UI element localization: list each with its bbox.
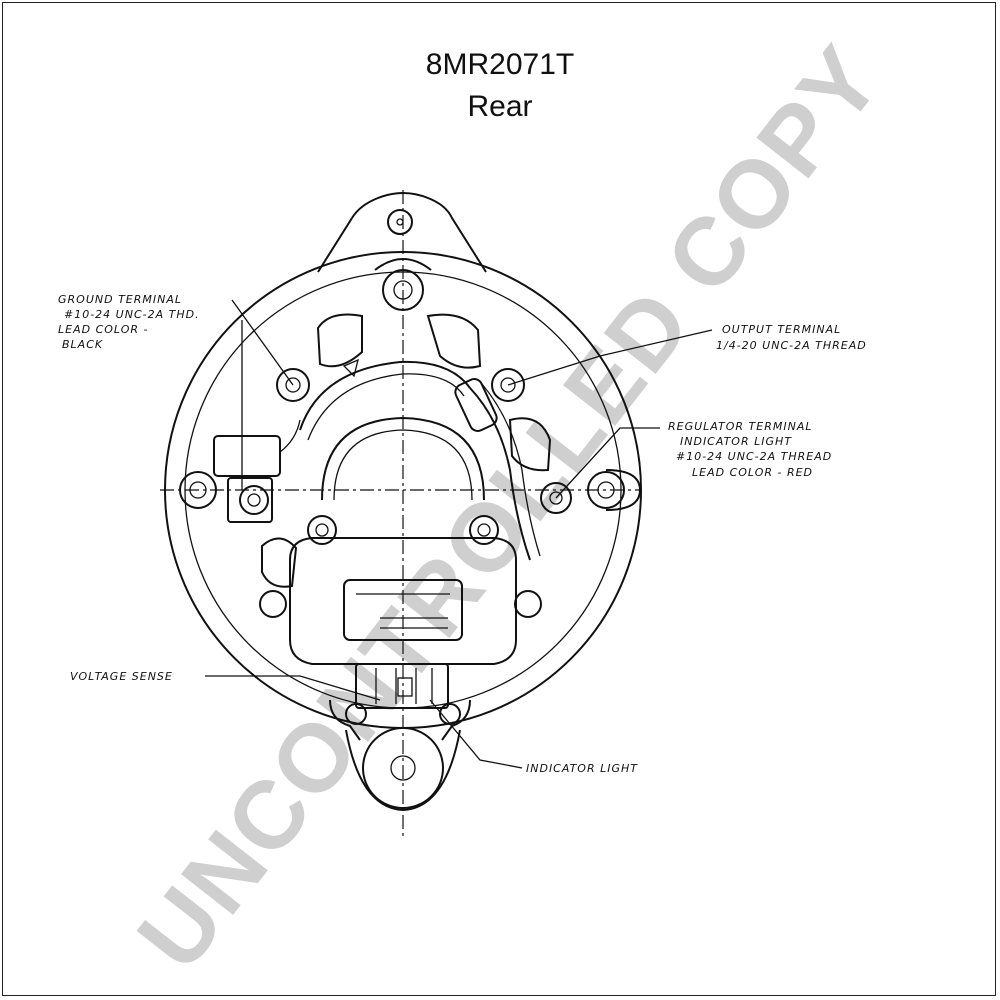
view-subtitle: Rear [467, 90, 533, 123]
output-terminal-stud [491, 368, 525, 402]
left-mount-boss [179, 471, 217, 509]
regulator-nameplate [343, 579, 463, 641]
regulator-terminal-stud [540, 482, 572, 514]
uncontrolled-copy-watermark: UNCONTROLLED COPY [117, 26, 902, 989]
top-bolt [382, 269, 424, 311]
terminal-strip [355, 663, 449, 709]
label-ground-terminal-4: BLACK [62, 338, 103, 351]
label-regulator-terminal-4: LEAD COLOR - RED [692, 466, 813, 479]
label-voltage-sense: VOLTAGE SENSE [70, 670, 173, 683]
regulator-bolt-left [307, 515, 337, 545]
bottom-mounting-ear [329, 699, 361, 741]
vent-right [508, 417, 552, 472]
leader-regulator [555, 427, 660, 499]
vent-upper-right [426, 313, 482, 369]
top-mounting-ear [351, 192, 487, 273]
ground-terminal-stud [276, 368, 310, 402]
label-ground-terminal-2: #10-24 UNC-2A THD. [64, 308, 200, 321]
label-regulator-terminal-2: INDICATOR LIGHT [680, 435, 792, 448]
vent-lower-left [261, 537, 298, 588]
leader-voltage-sense [205, 675, 381, 701]
leader-indicator-light [429, 699, 523, 769]
bottom-ear-boss [362, 727, 444, 809]
label-ground-terminal-3: LEAD COLOR - [58, 323, 148, 336]
part-number-title: 8MR2071T [425, 48, 575, 81]
label-ground-terminal-1: GROUND TERMINAL [58, 293, 182, 306]
label-output-terminal-2: 1/4-20 UNC-2A THREAD [716, 339, 867, 352]
label-indicator-light: INDICATOR LIGHT [526, 762, 638, 775]
bottom-ear-hole [390, 755, 416, 781]
left-lower-bolt [239, 485, 269, 515]
top-ear-hole [387, 209, 413, 235]
label-regulator-terminal-1: REGULATOR TERMINAL [668, 420, 812, 433]
leader-output [507, 329, 713, 386]
vent-upper-left [316, 313, 363, 368]
lower-left-bolt [259, 590, 287, 618]
ground-connector-block [213, 435, 281, 477]
regulator-dome [321, 416, 485, 501]
label-output-terminal-1: OUTPUT TERMINAL [722, 323, 841, 336]
lower-right-bolt [514, 590, 542, 618]
regulator-bolt-right [469, 515, 499, 545]
right-mount-boss [587, 471, 625, 509]
label-regulator-terminal-3: #10-24 UNC-2A THREAD [676, 450, 832, 463]
regulator-housing [289, 537, 517, 665]
leader-ground [231, 299, 294, 386]
wire-harness [299, 360, 471, 431]
